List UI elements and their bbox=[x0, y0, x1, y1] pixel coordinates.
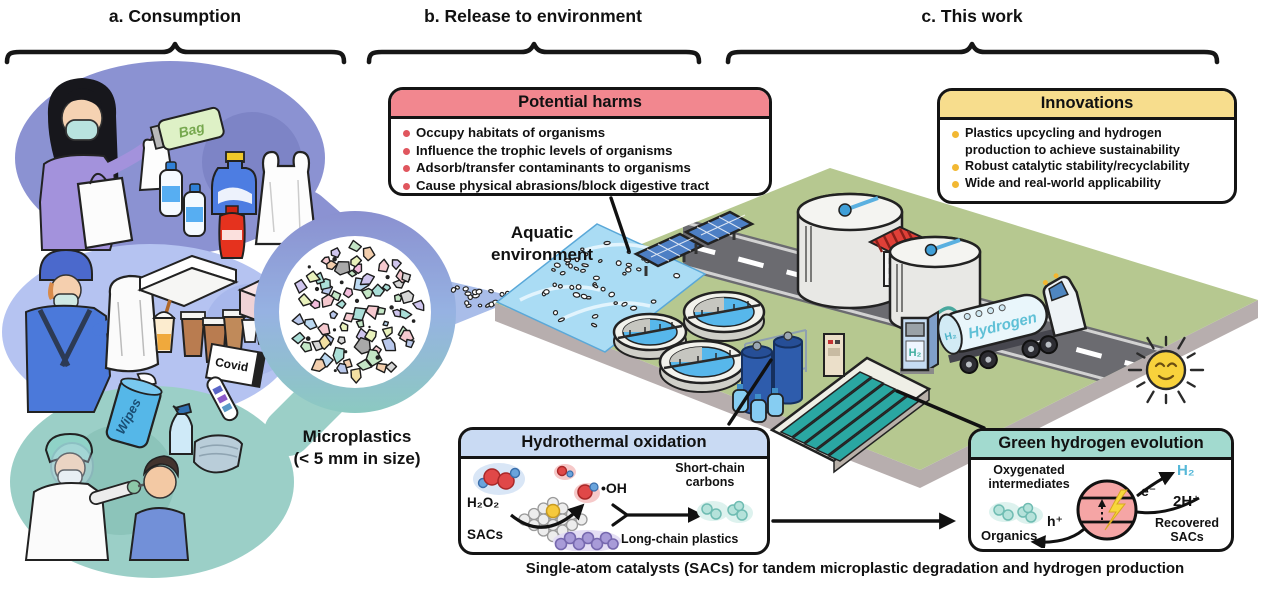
sun-icon bbox=[1127, 335, 1205, 405]
section-braces bbox=[4, 41, 1220, 65]
spray-bottle bbox=[169, 402, 193, 455]
bag-roll-label: Bag bbox=[177, 119, 207, 141]
swab-test-scene bbox=[24, 432, 190, 561]
water-bottle bbox=[159, 161, 183, 217]
clarifier-tank bbox=[682, 290, 766, 342]
covid-label: Covid bbox=[214, 355, 249, 375]
e-minus-label: e⁻ bbox=[1141, 483, 1157, 499]
storage-tanks bbox=[796, 192, 982, 335]
aquatic-environment-label: Aquatic environment bbox=[490, 223, 594, 264]
green-hydrogen-title: Green hydrogen evolution bbox=[971, 431, 1231, 460]
harm-bullet: Adsorb/transfer contaminants to organism… bbox=[401, 159, 763, 177]
reactor-to-hydrothermal-line bbox=[727, 358, 773, 426]
organics-label: Organics bbox=[981, 528, 1038, 543]
hydrogen-pump: H₂ bbox=[900, 306, 962, 374]
coffee-cup bbox=[180, 311, 206, 357]
microplastic-fragments bbox=[291, 239, 425, 384]
treatment-basins bbox=[769, 356, 932, 474]
delivery-person bbox=[24, 248, 160, 413]
water-bottle bbox=[183, 183, 206, 237]
hydrothermal-art bbox=[473, 463, 753, 551]
basin-to-green-line bbox=[895, 389, 986, 430]
pump-h2-label: H₂ bbox=[909, 347, 922, 359]
plastic-bag bbox=[254, 150, 318, 246]
potential-harms-list: Occupy habitats of organisms Influence t… bbox=[391, 124, 769, 193]
brace-release bbox=[366, 41, 702, 65]
oxygenated-label: Oxygenated intermediates bbox=[988, 463, 1070, 491]
harm-bullet: Influence the trophic levels of organism… bbox=[401, 142, 763, 160]
microplastics-label: Microplastics (< 5 mm in size) bbox=[293, 427, 421, 468]
shopper-person bbox=[38, 78, 176, 251]
detergent-bottle bbox=[211, 151, 257, 215]
hydrothermal-title: Hydrothermal oxidation bbox=[461, 430, 767, 459]
truck-h2-label: H₂ bbox=[944, 330, 958, 343]
sacs-label: SACs bbox=[467, 527, 504, 542]
oh-radical-label: •OH bbox=[601, 480, 627, 496]
recovered-sacs-label: Recovered SACs bbox=[1155, 516, 1219, 544]
h-plus-label: h⁺ bbox=[1047, 513, 1063, 529]
innovation-bullet: Wide and real-world applicability bbox=[950, 175, 1228, 192]
bubble-tea-cup bbox=[152, 299, 176, 353]
green-hydrogen-art bbox=[989, 471, 1200, 548]
potential-harms-title: Potential harms bbox=[391, 90, 769, 119]
harm-bullet: Occupy habitats of organisms bbox=[401, 124, 763, 142]
hydrogen-truck: H₂ Hydrogen bbox=[937, 273, 1088, 374]
covid-test-kit: Covid bbox=[204, 342, 267, 389]
connector-lines bbox=[609, 196, 986, 530]
innovation-bullet: Robust catalytic stability/recyclability bbox=[950, 158, 1228, 175]
clarifier-tank bbox=[658, 339, 746, 393]
face-mask bbox=[192, 434, 244, 474]
microplastics-circle bbox=[254, 211, 456, 413]
green-hydrogen-body: Oxygenated intermediates Organics h⁺ e⁻ … bbox=[971, 460, 1231, 548]
hydrothermal-body: H₂O₂ SACs •OH Short-chain carbons Long-c… bbox=[461, 459, 767, 551]
h2-label: H₂ bbox=[1177, 462, 1195, 479]
innovation-bullet: Plastics upcycling and hydrogen producti… bbox=[950, 125, 1228, 158]
two-h-plus-label: 2H⁺ bbox=[1173, 493, 1201, 510]
treatment-plant: H₂ H₂ Hydrogen bbox=[495, 168, 1258, 488]
harms-to-water-line bbox=[609, 196, 631, 253]
shopping-items: Bag bbox=[149, 106, 318, 259]
innovations-list: Plastics upcycling and hydrogen producti… bbox=[940, 125, 1234, 192]
potential-harms-box: Potential harms Occupy habitats of organ… bbox=[388, 87, 772, 196]
figure-caption: Single-atom catalysts (SACs) for tandem … bbox=[525, 560, 1185, 577]
red-bottle bbox=[218, 205, 246, 259]
water-jugs bbox=[732, 384, 784, 423]
test-vial bbox=[206, 376, 239, 422]
innovations-title: Innovations bbox=[940, 91, 1234, 120]
hygiene-items: Wipes Covid bbox=[105, 342, 267, 474]
coffee-cup bbox=[222, 309, 246, 351]
solar-panel bbox=[683, 210, 755, 254]
brace-this-work bbox=[725, 41, 1220, 65]
innovations-box: Innovations Plastics upcycling and hydro… bbox=[937, 88, 1237, 204]
short-chain-label: Short-chain carbons bbox=[675, 461, 745, 489]
section-header-release: b. Release to environment bbox=[424, 6, 642, 26]
long-chain-label: Long-chain plastics bbox=[621, 532, 739, 546]
section-header-consumption: a. Consumption bbox=[108, 6, 242, 26]
hydrothermal-oxidation-box: Hydrothermal oxidation bbox=[458, 427, 770, 555]
brace-consumption bbox=[4, 41, 347, 65]
h2o2-label: H₂O₂ bbox=[467, 495, 500, 510]
solar-panel bbox=[633, 232, 705, 276]
green-hydrogen-box: Green hydrogen evolution Oxygenated inte… bbox=[968, 428, 1234, 552]
bag-roll: Bag bbox=[149, 106, 225, 151]
wipes-canister: Wipes bbox=[105, 372, 163, 449]
harm-bullet: Cause physical abrasions/block digestive… bbox=[401, 177, 763, 193]
section-header-this-work: c. This work bbox=[921, 6, 1023, 26]
